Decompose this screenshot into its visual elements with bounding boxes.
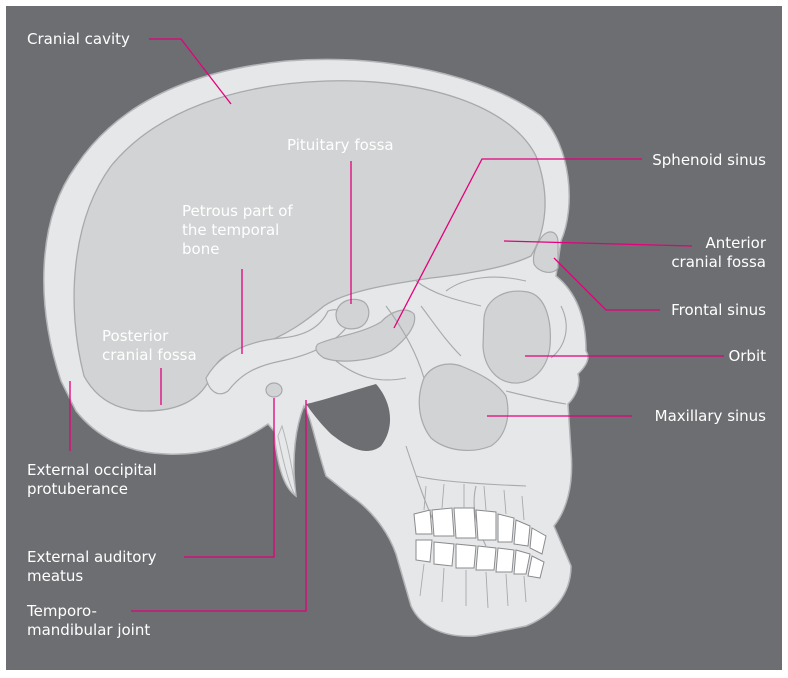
label-temporomandibular-joint-line-1: Temporo-	[27, 602, 150, 621]
label-anterior-cranial-fossa: Anterior cranial fossa	[671, 234, 766, 272]
label-cranial-cavity: Cranial cavity	[27, 30, 130, 49]
label-petrous-part: Petrous part of the temporal bone	[182, 202, 293, 259]
label-sphenoid-sinus: Sphenoid sinus	[652, 151, 766, 170]
label-pituitary-fossa: Pituitary fossa	[287, 136, 394, 155]
label-posterior-cranial-fossa: Posterior cranial fossa	[102, 327, 197, 365]
label-temporomandibular-joint-line-2: mandibular joint	[27, 621, 150, 640]
label-external-occipital-protuberance-line-1: External occipital	[27, 461, 157, 480]
label-external-auditory-meatus: External auditory meatus	[27, 548, 157, 586]
label-anterior-cranial-fossa-line-2: cranial fossa	[671, 253, 766, 272]
label-posterior-cranial-fossa-line-2: cranial fossa	[102, 346, 197, 365]
external-auditory-meatus-region	[266, 383, 282, 397]
label-maxillary-sinus: Maxillary sinus	[655, 407, 766, 426]
label-anterior-cranial-fossa-line-1: Anterior	[671, 234, 766, 253]
label-external-auditory-meatus-line-2: meatus	[27, 567, 157, 586]
label-orbit: Orbit	[728, 347, 766, 366]
label-temporomandibular-joint: Temporo- mandibular joint	[27, 602, 150, 640]
pituitary-fossa-region	[336, 299, 369, 329]
label-posterior-cranial-fossa-line-1: Posterior	[102, 327, 197, 346]
orbit-region	[483, 291, 550, 383]
label-external-occipital-protuberance: External occipital protuberance	[27, 461, 157, 499]
label-external-occipital-protuberance-line-2: protuberance	[27, 480, 157, 499]
label-petrous-part-line-2: the temporal	[182, 221, 293, 240]
label-frontal-sinus: Frontal sinus	[671, 301, 766, 320]
label-petrous-part-line-3: bone	[182, 240, 293, 259]
label-petrous-part-line-1: Petrous part of	[182, 202, 293, 221]
label-external-auditory-meatus-line-1: External auditory	[27, 548, 157, 567]
skull-diagram: Cranial cavity Pituitary fossa Sphenoid …	[6, 6, 782, 670]
